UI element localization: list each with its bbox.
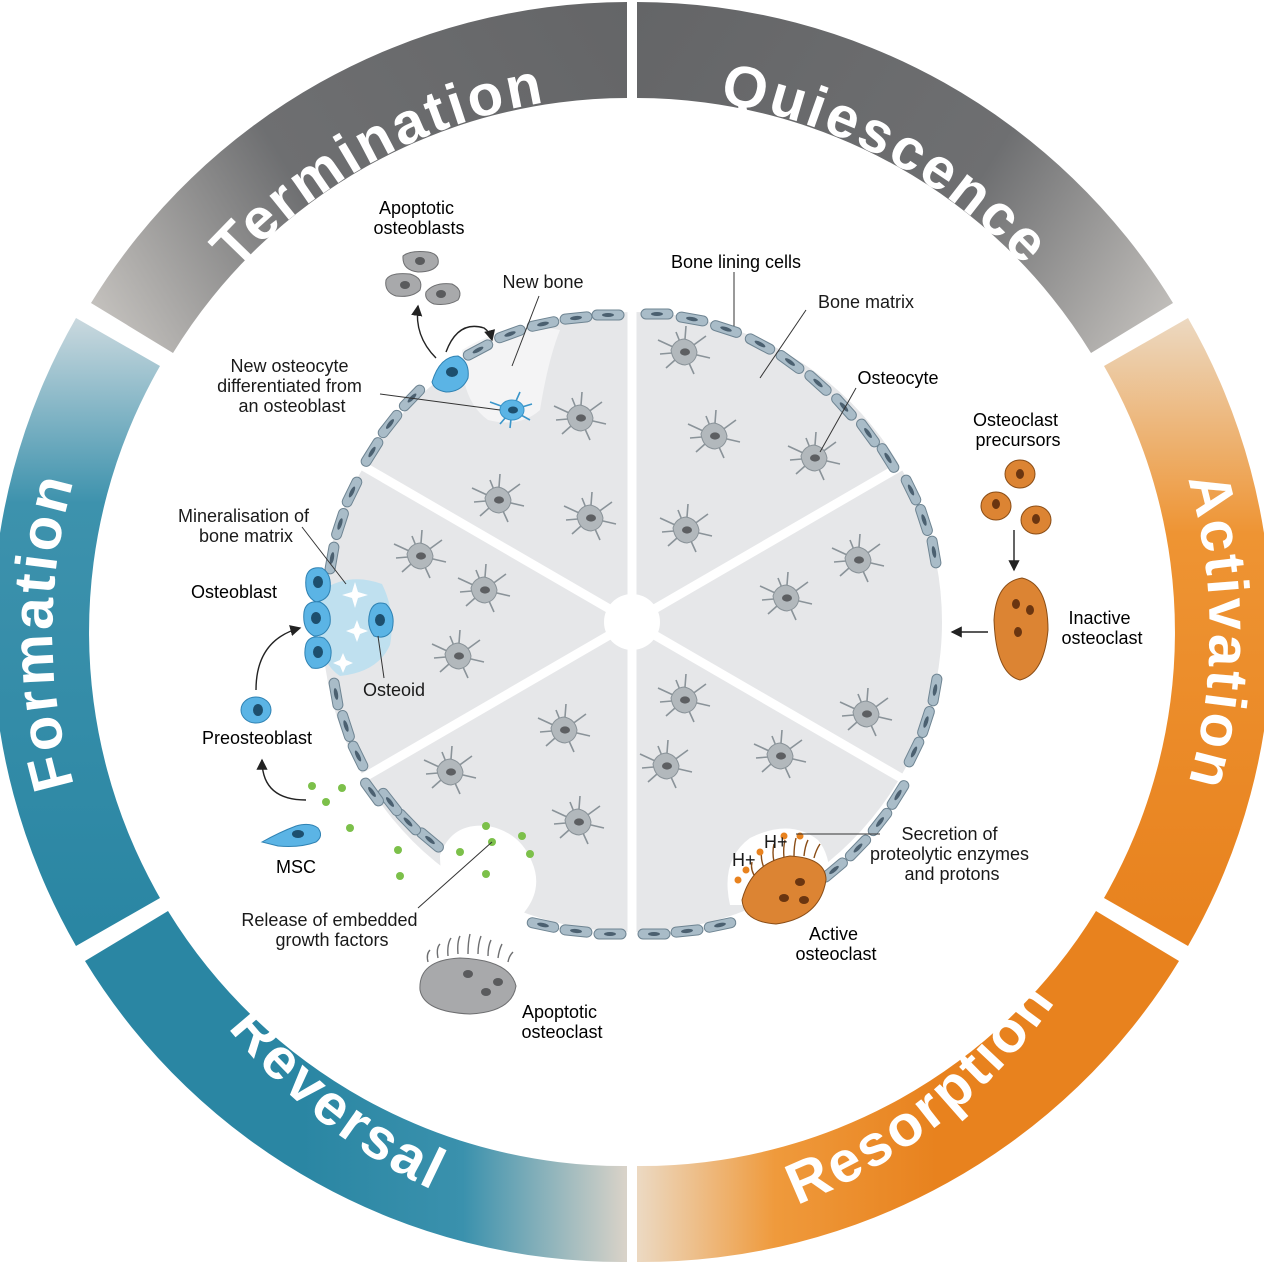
quiescence-segment — [637, 2, 1173, 353]
msc-label: MSC — [276, 857, 316, 877]
active-osteoclast-label: Active osteoclast — [795, 924, 876, 964]
osteoclast-precursors — [980, 459, 1052, 535]
preosteoblast-cell — [240, 696, 272, 724]
proton-dots — [734, 832, 804, 884]
active-osteoclast — [741, 837, 827, 925]
preosteoblast-label: Preosteoblast — [202, 728, 312, 748]
h-plus-label-2: H+ — [732, 850, 756, 870]
osteoid-label: Osteoid — [363, 680, 425, 700]
osteocyte-label: Osteocyte — [857, 368, 938, 388]
inactive-osteoclast — [993, 577, 1049, 681]
new-bone-label: New bone — [502, 272, 583, 292]
osteoblasts — [303, 567, 394, 669]
h-plus-label-1: H+ — [764, 832, 788, 852]
formation-segment — [0, 318, 160, 946]
resorption-segment — [637, 911, 1179, 1263]
termination-segment — [91, 2, 627, 353]
secretion-label: Secretion of proteolytic enzymes and pro… — [870, 824, 1034, 884]
bone-lining-cells-label: Bone lining cells — [671, 252, 801, 272]
apoptotic-osteoclast-label: Apoptotic osteoclast — [521, 1002, 602, 1042]
termination-osteoblast — [431, 355, 469, 393]
new-osteocyte-cell — [489, 391, 533, 429]
apoptotic-osteoclast — [419, 933, 517, 1015]
new-osteocyte-label: New osteocyte differentiated from an ost… — [217, 356, 367, 416]
inactive-osteoclast-label: Inactive osteoclast — [1061, 608, 1142, 648]
mineralisation-label: Mineralisation of bone matrix — [178, 506, 314, 546]
msc-cell — [260, 823, 322, 847]
reversal-segment — [85, 911, 627, 1263]
msc-to-preosteoblast-arrow — [256, 758, 307, 801]
mineralisation-stars — [333, 582, 368, 673]
osteoblast-label: Osteoblast — [191, 582, 277, 602]
apoptotic-osteoblasts — [385, 251, 461, 305]
activation-segment — [1104, 318, 1264, 946]
bone-matrix-label: Bone matrix — [818, 292, 914, 312]
apoptosis-arrow — [411, 304, 437, 359]
new-bone-arrow — [445, 325, 496, 353]
growth-factors-label: Release of embedded growth factors — [241, 910, 422, 950]
growth-factors — [308, 782, 534, 880]
apoptotic-osteoblasts-label: Apoptotic osteoblasts — [373, 198, 464, 238]
preosteoblast-to-osteoblast-arrow — [255, 625, 302, 691]
osteoclast-precursors-label: Osteoclast precursors — [973, 410, 1063, 450]
leader-lines — [301, 272, 880, 909]
